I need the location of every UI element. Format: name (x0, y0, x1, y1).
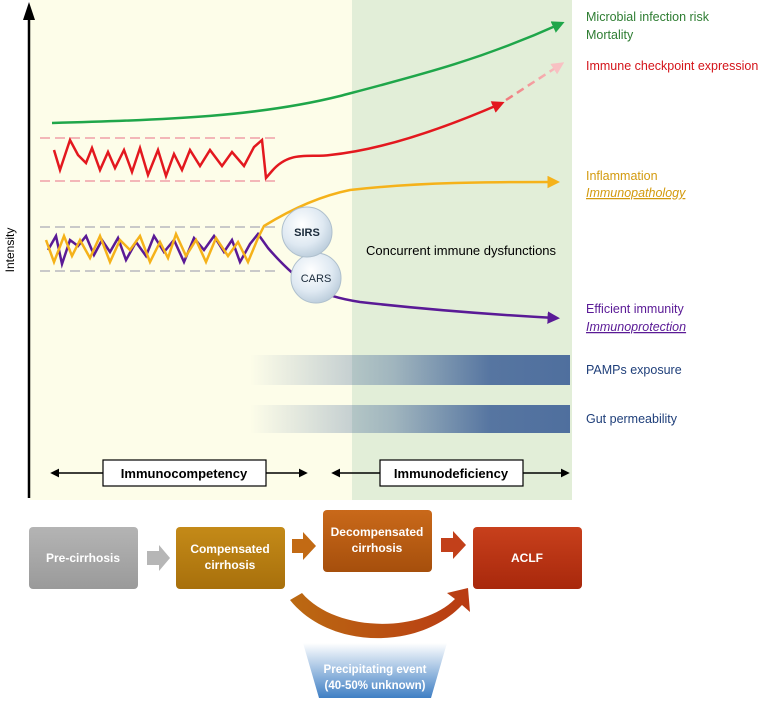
checkpoint-projection (505, 62, 565, 102)
deficiency-box (379, 459, 524, 487)
precipitating-event-box (303, 643, 447, 698)
checkpoint-curve (52, 101, 505, 182)
arrow-pre-to-comp (147, 545, 170, 571)
pamps-bar (250, 355, 570, 385)
legend-immunoprotection: Immunoprotection (586, 320, 686, 334)
inflammation-curve (44, 175, 560, 266)
decompensated-box (323, 510, 432, 572)
cars-label: CARS (301, 273, 332, 285)
compensated-label-2: cirrhosis (205, 558, 256, 572)
gut-bar (250, 405, 570, 433)
legend-immunopathology: Immunopathology (586, 186, 686, 200)
competency-label: Immunocompetency (121, 466, 248, 481)
arrow-decomp-to-aclf (441, 531, 466, 559)
aclf-label: ACLF (511, 551, 543, 565)
pre-cirrhosis-box (29, 527, 138, 589)
decompensated-label-2: cirrhosis (352, 541, 403, 555)
efficient-immunity-curve (46, 231, 560, 324)
event-label-1: Precipitating event (324, 664, 427, 676)
microbial-risk-curve (51, 21, 565, 125)
competency-box (102, 459, 267, 487)
legend-gut: Gut permeability (586, 412, 678, 426)
y-axis-label: Intensity (3, 228, 17, 273)
concurrent-label: Concurrent immune dysfunctions (366, 243, 557, 258)
decompensated-label-1: Decompensated (331, 525, 424, 539)
bypass-arc-arrow (290, 588, 470, 639)
pre-cirrhosis-label: Pre-cirrhosis (46, 551, 120, 565)
compensated-box (176, 527, 285, 589)
deficiency-label: Immunodeficiency (394, 466, 509, 481)
event-label-2: (40-50% unknown) (325, 680, 426, 692)
compensated-label-1: Compensated (190, 542, 269, 556)
legend-mortality: Mortality (586, 28, 634, 42)
y-axis-arrowhead (23, 2, 35, 20)
sirs-bubble (281, 206, 333, 258)
arrow-comp-to-decomp (292, 532, 316, 560)
aclf-box (473, 527, 582, 589)
legend-efficient: Efficient immunity (586, 302, 684, 316)
legend-microbial: Microbial infection risk (586, 10, 710, 24)
sirs-label: SIRS (294, 227, 320, 239)
legend-inflammation: Inflammation (586, 169, 658, 183)
legend-checkpoint: Immune checkpoint expression (586, 59, 758, 73)
legend-pamps: PAMPs exposure (586, 363, 682, 377)
